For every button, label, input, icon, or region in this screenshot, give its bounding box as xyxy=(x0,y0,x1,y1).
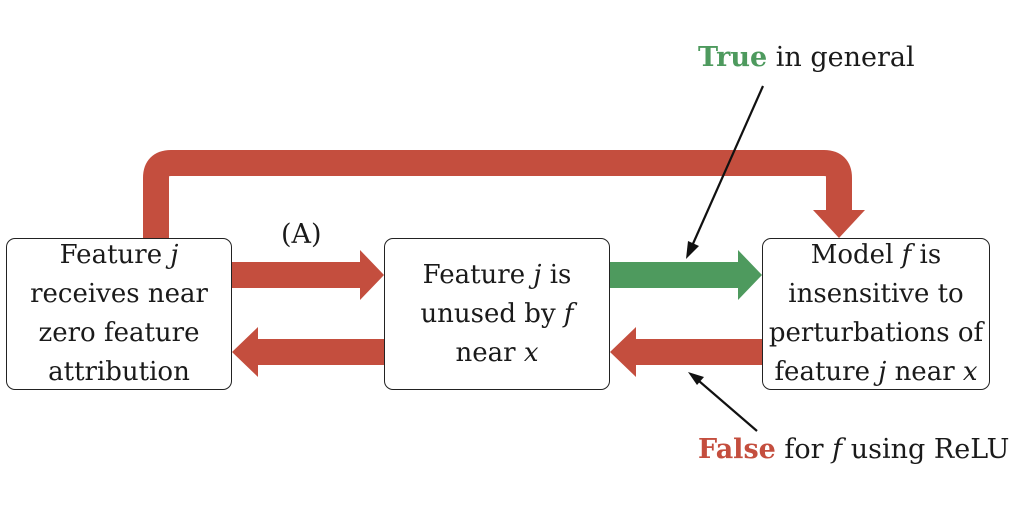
box-b-var-f: f xyxy=(563,298,574,329)
box-c-line4-end: near xyxy=(894,357,955,387)
box-b-line1: Feature xyxy=(422,259,526,290)
pointer-false-head xyxy=(688,372,704,385)
box-feature-unused: Feature j is unused by f near x xyxy=(384,238,610,390)
annotation-false-keyword: False xyxy=(698,434,776,465)
annotation-false-text: for xyxy=(784,434,824,465)
annotation-true-keyword: True xyxy=(698,42,768,73)
arrow-a-to-b-head xyxy=(360,250,384,300)
annotation-true-text: in general xyxy=(775,42,915,73)
box-b-line2: unused by xyxy=(420,298,556,329)
box-c-var-x: x xyxy=(962,357,978,387)
annotation-false-var-f: f xyxy=(832,434,843,465)
arrow-b-to-a-shaft xyxy=(256,339,384,365)
pointer-true-head xyxy=(686,241,699,259)
arrow-label-a: (A) xyxy=(281,219,322,250)
box-c-line2: insensitive to xyxy=(788,279,964,309)
box-c-var-f: f xyxy=(901,240,912,270)
box-c-line4: feature xyxy=(774,357,870,387)
annotation-false: False for f using ReLU xyxy=(698,434,1009,465)
box-c-line1: Model xyxy=(810,240,894,270)
arrow-loop-head xyxy=(813,210,865,238)
arrow-b-to-c-shaft xyxy=(610,262,740,288)
arrow-c-to-b-head xyxy=(610,327,636,377)
box-a-line4: attribution xyxy=(48,357,190,387)
box-b-var-x: x xyxy=(523,337,539,368)
box-a-line3: zero feature xyxy=(38,318,200,348)
box-a-var-j: j xyxy=(170,240,179,270)
box-c-var-j: j xyxy=(878,357,887,387)
box-c-line3: perturbations of xyxy=(768,318,984,348)
box-feature-attribution: Feature j receives near zero feature att… xyxy=(6,238,232,390)
arrow-loop-a-to-c xyxy=(143,150,852,240)
arrow-a-to-b-shaft xyxy=(232,262,362,288)
box-a-line1: Feature xyxy=(59,240,163,270)
box-b-var-j: j xyxy=(533,259,542,290)
box-c-line1-end: is xyxy=(919,240,942,270)
box-a-line2: receives near xyxy=(30,279,208,309)
box-model-insensitive: Model f is insensitive to perturbations … xyxy=(762,238,990,390)
arrow-c-to-b-shaft xyxy=(634,339,762,365)
annotation-false-text-end: using ReLU xyxy=(850,434,1010,465)
annotation-true: True in general xyxy=(698,42,915,73)
box-b-line1-end: is xyxy=(549,259,572,290)
box-b-line3: near xyxy=(455,337,516,368)
pointer-false xyxy=(698,380,758,432)
pointer-true xyxy=(690,85,765,247)
arrow-b-to-c-head xyxy=(738,250,762,300)
arrow-b-to-a-head xyxy=(232,327,258,377)
